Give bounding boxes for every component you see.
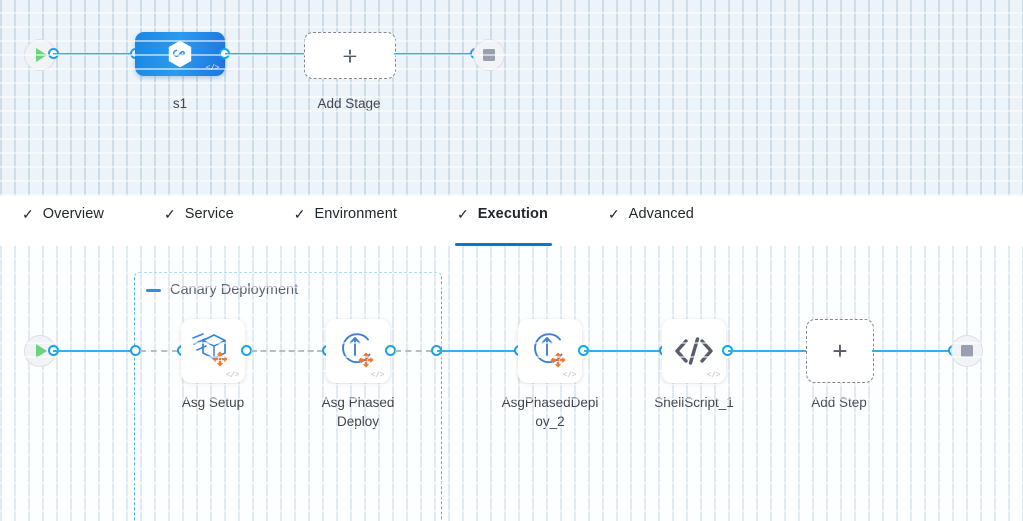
- stage-tab-bar: ✓ Overview ✓ Service ✓ Environment ✓ Exe…: [0, 196, 1023, 247]
- asg-arrows-glyph: [358, 352, 374, 368]
- asg-arrows-glyph: [550, 352, 566, 368]
- play-icon: [36, 48, 47, 62]
- tab-service[interactable]: ✓ Service: [164, 196, 234, 246]
- check-icon: ✓: [457, 206, 469, 222]
- add-step-button[interactable]: +: [806, 319, 874, 383]
- minus-icon[interactable]: [146, 288, 161, 292]
- tab-environment-label: Environment: [314, 206, 397, 222]
- connector-shell-to-add-step: [728, 349, 806, 352]
- stage-canvas[interactable]: </> s1 + Add Stage: [0, 0, 1023, 196]
- asg-deploy-icon: [342, 333, 374, 368]
- plus-icon: +: [342, 40, 358, 71]
- add-stage-button[interactable]: +: [304, 32, 396, 79]
- step-node-shellscript-1[interactable]: </>: [662, 319, 726, 383]
- step-node-asg-phased-deploy[interactable]: </>: [326, 319, 390, 383]
- add-step-label: Add Step: [811, 395, 867, 410]
- shell-script-icon: [675, 337, 713, 365]
- connector-stage-to-add: [225, 52, 305, 55]
- connector-group-to-asgphased2: [437, 349, 517, 352]
- tab-service-label: Service: [184, 206, 234, 222]
- check-icon: ✓: [293, 206, 306, 222]
- add-stage-label: Add Stage: [317, 96, 381, 111]
- check-icon: ✓: [163, 206, 176, 222]
- stage-node-label: s1: [172, 96, 188, 111]
- step-node-asg-setup[interactable]: </>: [181, 319, 245, 383]
- harness-hexagon-icon: [168, 40, 192, 68]
- tab-execution[interactable]: ✓ Execution: [455, 196, 552, 246]
- group-title: Canary Deployment: [170, 282, 299, 298]
- tab-list: ✓ Overview ✓ Service ✓ Environment ✓ Exe…: [0, 196, 1023, 246]
- tab-advanced-label: Advanced: [628, 206, 694, 222]
- pipeline-end-node[interactable]: [473, 39, 505, 71]
- step-label-shellscript-1: ShellScript_1: [654, 395, 734, 410]
- asg-deploy-icon: [534, 333, 566, 368]
- step-code-badge: </>: [706, 371, 721, 380]
- execution-canvas[interactable]: Canary Deployment </>: [0, 246, 1023, 521]
- tab-overview-label: Overview: [42, 206, 104, 222]
- stop-icon: [483, 49, 495, 61]
- tab-execution-label: Execution: [477, 206, 548, 222]
- step-label-line-1: AsgPhasedDepl: [501, 395, 599, 410]
- tab-advanced[interactable]: ✓ Advanced: [608, 196, 694, 246]
- step-label-asgphaseddeploy-2: AsgPhasedDepl oy_2: [495, 393, 605, 431]
- tab-environment[interactable]: ✓ Environment: [294, 196, 397, 246]
- step-label-asg-phased-deploy: Asg Phased Deploy: [321, 395, 395, 429]
- step-label-asg-setup: Asg Setup: [181, 395, 245, 410]
- step-group-canary-deployment[interactable]: [134, 272, 442, 521]
- connector-start-to-group: [53, 349, 133, 352]
- asg-setup-icon: [192, 333, 228, 367]
- stage-code-badge: </>: [205, 64, 220, 73]
- connector-add-step-to-end: [872, 349, 954, 352]
- check-icon: ✓: [607, 206, 620, 222]
- connector-asg-setup-to-phased: [251, 350, 323, 352]
- connector-add-to-end: [394, 52, 478, 55]
- check-icon: ✓: [22, 206, 34, 222]
- step-code-badge: </>: [370, 371, 385, 380]
- stage-node-s1[interactable]: </>: [135, 32, 225, 76]
- group-header[interactable]: Canary Deployment: [146, 282, 298, 298]
- connector-asgphased2-to-shell: [584, 349, 660, 352]
- step-code-badge: </>: [225, 371, 240, 380]
- asg-arrows-glyph: [212, 351, 228, 367]
- tab-overview[interactable]: ✓ Overview: [22, 196, 104, 246]
- connector-group-to-asg-setup: [140, 350, 178, 352]
- step-code-badge: </>: [562, 371, 577, 380]
- play-icon: [36, 344, 47, 358]
- connector-start-to-stage: [53, 52, 136, 55]
- stop-icon: [961, 345, 973, 357]
- connector-phased-to-group-out: [395, 350, 432, 352]
- execution-end-node[interactable]: [951, 335, 983, 367]
- step-label-line-2: oy_2: [535, 414, 565, 429]
- plus-icon: +: [832, 336, 848, 366]
- step-node-asgphaseddeploy-2[interactable]: </>: [518, 319, 582, 383]
